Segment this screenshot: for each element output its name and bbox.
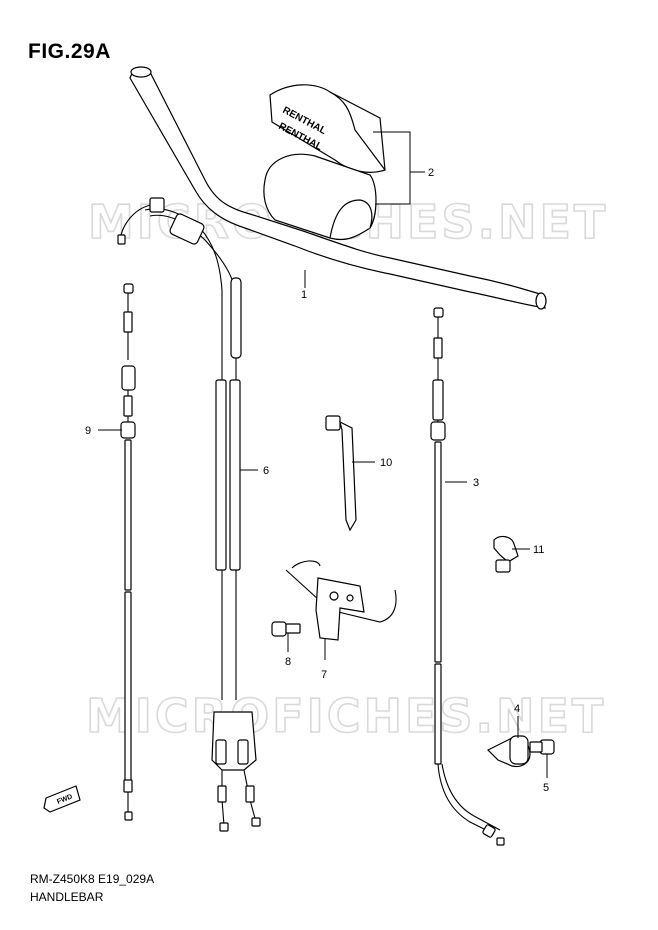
callout-6: 6 <box>263 465 269 477</box>
callout-3: 3 <box>473 477 479 489</box>
bolt-5 <box>529 739 555 755</box>
handlebar-pad: RENTHAL RENTHAL <box>263 84 386 241</box>
bolt-8 <box>271 621 301 637</box>
throttle-cable <box>117 197 261 832</box>
fwd-arrow-icon: FWD <box>43 785 81 813</box>
leader-lines <box>98 131 548 778</box>
callout-9: 9 <box>85 425 91 437</box>
watermark-bottom: MICROFICHES.NET <box>86 689 606 743</box>
callout-10: 10 <box>380 457 392 469</box>
bracket <box>285 560 397 641</box>
handlebar <box>129 66 547 310</box>
lever-holder <box>486 735 531 768</box>
callout-2: 2 <box>428 167 434 179</box>
figure-name: HANDLEBAR <box>30 890 104 904</box>
callout-8: 8 <box>285 656 291 668</box>
clutch-cable <box>430 307 505 846</box>
callout-1: 1 <box>301 289 307 301</box>
cable-tie <box>325 415 357 532</box>
callout-11: 11 <box>533 544 544 556</box>
figure-title: FIG.29A <box>28 40 111 63</box>
callout-4: 4 <box>514 703 520 715</box>
hot-start-cable <box>120 283 136 821</box>
callout-7: 7 <box>321 669 327 681</box>
figure-code: RM-Z450K8 E19_029A <box>30 872 155 886</box>
callout-5: 5 <box>543 782 549 794</box>
cable-clamp <box>493 535 519 573</box>
